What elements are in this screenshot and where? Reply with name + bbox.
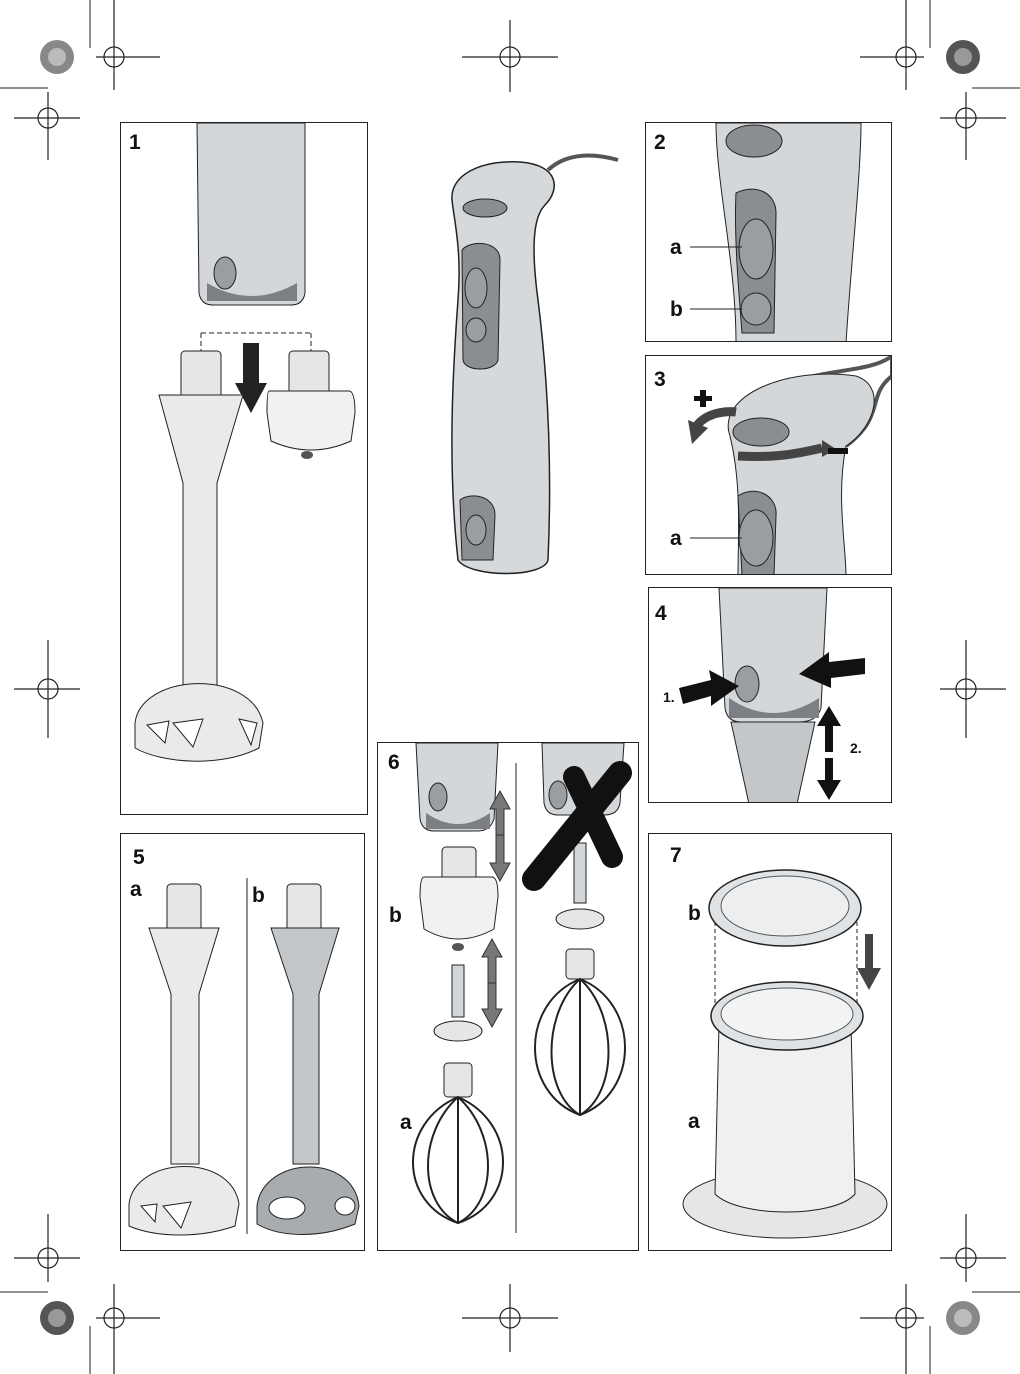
step-1-label: 1. bbox=[663, 689, 675, 705]
label-a: a bbox=[670, 527, 682, 551]
label-b: b bbox=[252, 884, 265, 908]
figure-panel-4: 4 1. 2. bbox=[648, 587, 892, 803]
figure-panel-5: 5 a b bbox=[120, 833, 365, 1251]
beaker-lid-illustration bbox=[649, 834, 892, 1251]
label-a: a bbox=[688, 1110, 700, 1134]
panel-number: 2 bbox=[654, 131, 666, 155]
speed-buttons-illustration bbox=[646, 123, 892, 342]
panel-number: 3 bbox=[654, 368, 666, 392]
label-a: a bbox=[670, 236, 682, 260]
panel-number: 1 bbox=[129, 131, 141, 155]
label-a: a bbox=[130, 878, 142, 902]
panel-number: 6 bbox=[388, 751, 400, 775]
figure-panel-1: 1 bbox=[120, 122, 368, 815]
label-a: a bbox=[400, 1111, 412, 1135]
figure-panel-6: 6 b a bbox=[377, 742, 639, 1251]
step-2-label: 2. bbox=[850, 740, 862, 756]
speed-control-illustration bbox=[646, 356, 892, 575]
figure-panel-7: 7 b a bbox=[648, 833, 892, 1251]
figure-panel-2: 2 a b bbox=[645, 122, 892, 342]
figure-panel-3: 3 a bbox=[645, 355, 892, 575]
label-b: b bbox=[688, 902, 701, 926]
panel-number: 5 bbox=[133, 846, 145, 870]
shaft-variants-illustration bbox=[121, 834, 365, 1251]
panel-number: 7 bbox=[670, 844, 682, 868]
label-b: b bbox=[670, 298, 683, 322]
shaft-release-illustration bbox=[649, 588, 892, 803]
blender-shaft-attach-illustration bbox=[121, 123, 368, 815]
panel-number: 4 bbox=[655, 602, 667, 626]
label-b: b bbox=[389, 904, 402, 928]
whisk-attach-illustration bbox=[378, 743, 639, 1251]
